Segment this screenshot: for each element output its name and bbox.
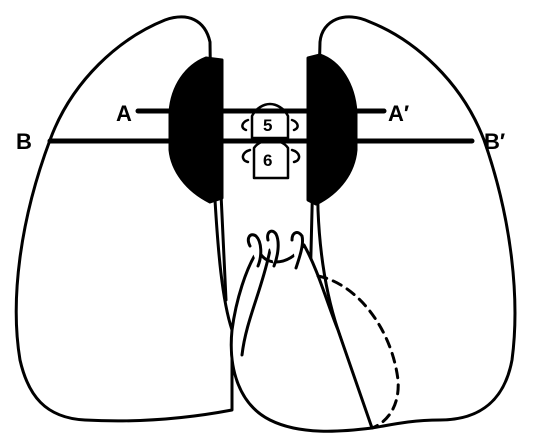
left-hilum-shadow [170, 58, 222, 202]
label-a: A [116, 103, 132, 125]
heart [231, 245, 372, 431]
label-b-prime: B′ [484, 131, 505, 153]
label-b: B [16, 131, 32, 153]
vertebra-6-label: 6 [263, 152, 272, 169]
label-a-prime: A′ [388, 103, 409, 125]
vertebra-5-label: 5 [263, 117, 272, 134]
